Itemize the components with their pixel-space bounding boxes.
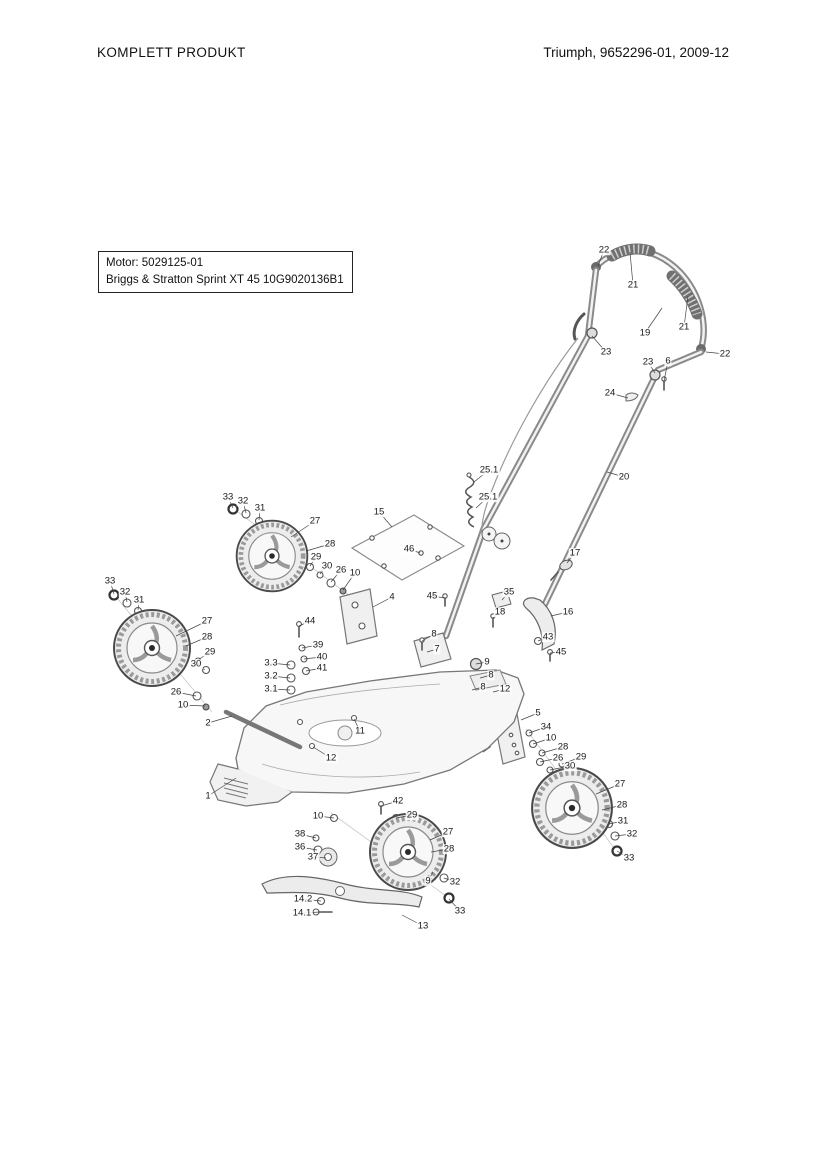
control-cable (481, 337, 579, 535)
handle-grip-left (606, 243, 656, 262)
handle-upper-bar (591, 243, 707, 354)
handle-bracket-rear (442, 559, 573, 662)
handle-lower-tubes (442, 266, 705, 640)
wheel-rear-right (532, 768, 612, 848)
mulch-plate (350, 514, 466, 581)
wheel-front-right (370, 814, 446, 890)
document-reference: Triumph, 9652296-01, 2009-12 (543, 45, 729, 60)
blade-assembly (261, 847, 423, 916)
motor-info-box: Motor: 5029125-01 Briggs & Stratton Spri… (98, 251, 353, 294)
handle-grip-right (666, 270, 703, 320)
handle-knob-lower (649, 369, 661, 381)
tension-spring (465, 472, 475, 528)
brake-lever (572, 312, 586, 341)
cable-clip (625, 392, 639, 402)
handle-bolt (661, 376, 667, 391)
small-bracket (491, 590, 512, 609)
motor-number: Motor: 5029125-01 (106, 257, 204, 269)
wheel-front-left (114, 610, 190, 686)
side-plate (339, 588, 378, 645)
pivot-pin (559, 559, 573, 571)
deck-vent-grille (223, 777, 249, 799)
cable-pulleys (481, 526, 511, 550)
page-title: KOMPLETT PRODUKT (97, 45, 246, 60)
wheel-rear-left (237, 521, 308, 592)
mower-deck (209, 669, 525, 807)
front-axle (223, 709, 303, 750)
handle-knob-upper (586, 327, 598, 339)
motor-model: Briggs & Stratton Sprint XT 45 10G902013… (106, 273, 344, 286)
